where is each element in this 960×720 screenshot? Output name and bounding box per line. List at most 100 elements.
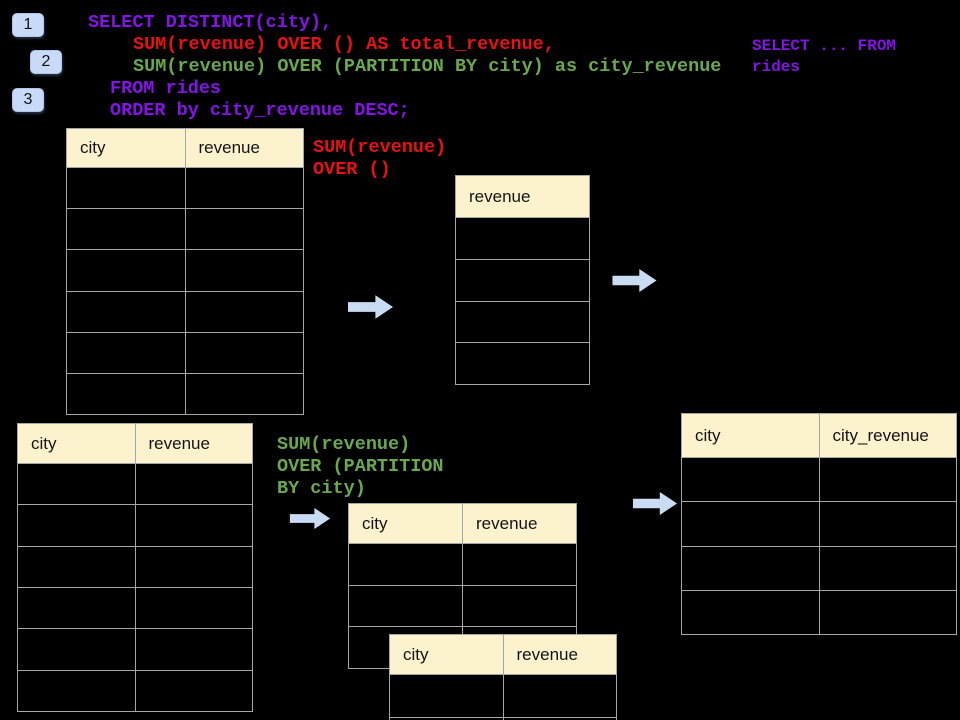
table-row bbox=[18, 464, 253, 505]
table-header-row: city revenue bbox=[67, 129, 303, 168]
table-row bbox=[67, 290, 304, 332]
sql-line-from: FROM rides bbox=[110, 78, 222, 99]
table-header-row: city revenue bbox=[18, 424, 252, 464]
step-badge-label: 2 bbox=[41, 53, 51, 70]
table-cell bbox=[134, 546, 253, 587]
step-badge-3: 3 bbox=[12, 88, 44, 112]
sql-line-order-by: ORDER by city_revenue DESC; bbox=[110, 100, 410, 121]
table-row bbox=[18, 669, 253, 711]
table-cell bbox=[184, 209, 304, 250]
table-row bbox=[456, 342, 589, 384]
side-code-select-from: SELECT ... FROM bbox=[752, 37, 897, 55]
table-row bbox=[682, 589, 957, 634]
table-cell bbox=[818, 590, 957, 634]
table-cell bbox=[818, 502, 957, 546]
table-row bbox=[18, 628, 252, 670]
table-cell bbox=[67, 168, 185, 208]
column-header: city bbox=[31, 433, 57, 453]
table-cell bbox=[184, 291, 304, 332]
column-header: revenue bbox=[502, 635, 617, 674]
table-row bbox=[682, 458, 957, 502]
table-row bbox=[67, 331, 304, 373]
table-row bbox=[67, 372, 304, 415]
table-row bbox=[18, 504, 253, 546]
table-row bbox=[349, 584, 576, 627]
table-cell bbox=[67, 374, 185, 414]
table-cell bbox=[67, 333, 185, 373]
table-cell bbox=[184, 250, 304, 291]
table-cell bbox=[818, 458, 957, 502]
side-code-rides: rides bbox=[752, 58, 801, 76]
sql-line-select: SELECT DISTINCT(city), bbox=[88, 12, 333, 33]
table-source-top: city revenue bbox=[66, 128, 304, 415]
table-cell bbox=[184, 332, 304, 373]
table-cell bbox=[184, 168, 304, 209]
table-partition-step-overlap: city revenue bbox=[389, 634, 617, 720]
table-total-revenue-result: revenue bbox=[455, 175, 590, 385]
table-header-row: city revenue bbox=[390, 635, 616, 675]
table-row bbox=[349, 544, 576, 585]
column-header: revenue bbox=[462, 504, 576, 543]
table-row bbox=[67, 249, 304, 291]
table-cell bbox=[502, 718, 617, 720]
table-row bbox=[67, 208, 304, 250]
right-arrow-icon bbox=[612, 269, 657, 292]
table-cell bbox=[18, 671, 135, 711]
column-header: revenue bbox=[184, 129, 304, 167]
table-row bbox=[67, 168, 304, 209]
step-badge-label: 3 bbox=[23, 91, 33, 108]
table-cell bbox=[818, 546, 957, 590]
table-cell bbox=[134, 505, 253, 546]
right-arrow-icon bbox=[348, 295, 393, 319]
table-header-row: city revenue bbox=[349, 504, 576, 544]
table-cell bbox=[462, 544, 576, 585]
annotation-total-line2: OVER () bbox=[313, 159, 391, 180]
table-cell bbox=[67, 250, 185, 290]
table-row bbox=[390, 675, 616, 717]
table-cell bbox=[456, 218, 589, 259]
table-cell bbox=[134, 464, 253, 505]
table-row bbox=[682, 545, 957, 590]
table-cell bbox=[349, 544, 462, 585]
table-row bbox=[390, 717, 616, 720]
table-cell bbox=[67, 292, 185, 332]
column-header: revenue bbox=[469, 186, 531, 206]
table-cell bbox=[18, 464, 135, 504]
table-row bbox=[18, 545, 253, 587]
table-cell bbox=[682, 458, 819, 501]
step-badge-2: 2 bbox=[30, 50, 62, 74]
column-header: city bbox=[695, 425, 721, 445]
table-cell bbox=[18, 547, 135, 587]
table-cell bbox=[502, 675, 617, 717]
table-row bbox=[682, 501, 957, 546]
annotation-partition-line2: OVER (PARTITION bbox=[277, 456, 444, 477]
table-cell bbox=[456, 302, 589, 343]
table-header-row: revenue bbox=[456, 176, 589, 218]
step-badge-label: 1 bbox=[23, 16, 33, 33]
table-row bbox=[456, 218, 589, 259]
right-arrow-icon bbox=[632, 492, 678, 515]
table-partition-step: city revenue bbox=[348, 503, 577, 669]
table-cell bbox=[184, 373, 304, 415]
table-row bbox=[456, 258, 589, 301]
table-cell bbox=[18, 588, 135, 628]
table-cell bbox=[134, 670, 253, 711]
right-arrow-icon bbox=[289, 508, 331, 529]
column-header: city bbox=[80, 138, 106, 157]
column-header: revenue bbox=[134, 424, 253, 463]
column-header: city bbox=[362, 513, 388, 533]
table-cell bbox=[462, 585, 576, 627]
table-cell bbox=[456, 260, 589, 301]
sql-line-partition: SUM(revenue) OVER (PARTITION BY city) as… bbox=[133, 56, 722, 77]
step-badge-1: 1 bbox=[12, 13, 44, 37]
table-cell bbox=[349, 586, 462, 627]
table-cell bbox=[134, 587, 253, 629]
annotation-partition-line3: BY city) bbox=[277, 478, 366, 499]
table-cell bbox=[18, 505, 135, 545]
table-cell bbox=[682, 591, 819, 634]
table-row bbox=[456, 300, 589, 343]
table-cell bbox=[67, 209, 185, 249]
column-header: city bbox=[403, 644, 429, 664]
table-cell bbox=[456, 343, 589, 384]
